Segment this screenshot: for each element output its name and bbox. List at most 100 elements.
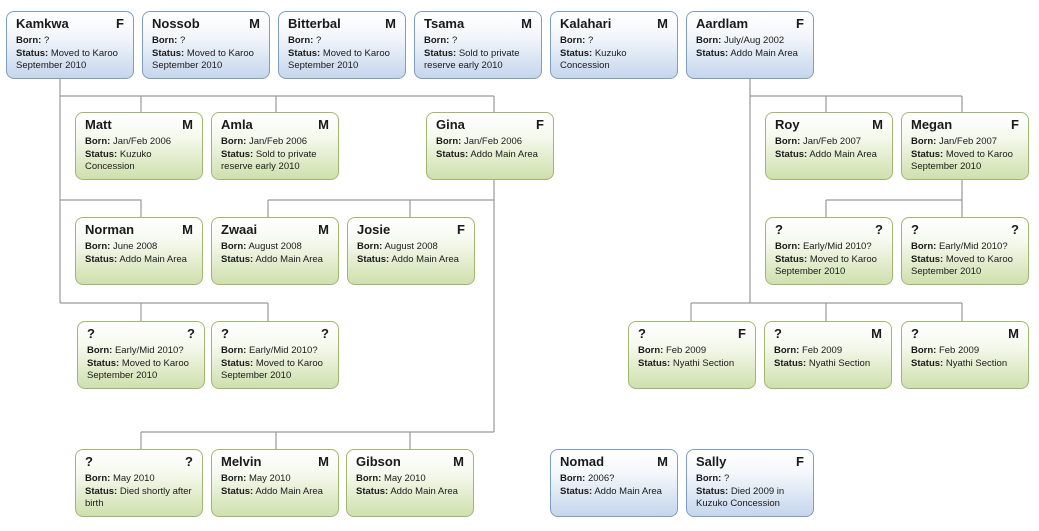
lion-sex: F: [457, 222, 465, 237]
status-line: Status: Addo Main Area: [85, 254, 193, 267]
card-norman-cub-1: ??Born: Early/Mid 2010?Status: Moved to …: [77, 321, 205, 389]
lion-sex: M: [249, 16, 260, 31]
status-label: Status:: [152, 47, 185, 59]
status-label: Status:: [775, 148, 808, 160]
status-line: Status: Addo Main Area: [356, 486, 464, 499]
born-label: Born:: [85, 241, 111, 252]
lion-sex: M: [872, 117, 883, 132]
lion-name: Norman: [85, 222, 135, 237]
status-line: Status: Addo Main Area: [560, 486, 668, 499]
lion-name: Aardlam: [696, 16, 749, 31]
status-label: Status:: [356, 485, 389, 497]
born-label: Born:: [911, 136, 937, 147]
lion-sex: ?: [321, 326, 329, 341]
lion-sex: M: [871, 326, 882, 341]
born-label: Born:: [87, 345, 113, 356]
card-header: ??: [775, 222, 883, 241]
status-label: Status:: [911, 148, 944, 160]
status-value: Kuzuko Concession: [85, 148, 152, 173]
status-label: Status:: [221, 253, 254, 265]
status-value: Addo Main Area: [809, 148, 877, 160]
born-line: Born: Feb 2009: [638, 345, 746, 358]
born-label: Born:: [696, 35, 722, 46]
lion-sex: M: [318, 454, 329, 469]
status-value: Addo Main Area: [255, 485, 323, 497]
status-line: Status: Moved to Karoo September 2010: [221, 358, 329, 383]
status-label: Status:: [774, 357, 807, 369]
born-value: Early/Mid 2010?: [248, 345, 318, 356]
born-line: Born: July/Aug 2002: [696, 35, 804, 48]
lion-sex: M: [521, 16, 532, 31]
status-label: Status:: [85, 148, 118, 160]
born-value: Feb 2009: [801, 345, 843, 356]
status-label: Status:: [696, 47, 729, 59]
status-value: Moved to Karoo September 2010: [221, 357, 323, 382]
born-value: Jan/Feb 2007: [802, 136, 862, 147]
born-label: Born:: [221, 473, 247, 484]
status-line: Status: Sold to private reserve early 20…: [221, 149, 329, 174]
born-label: Born:: [638, 345, 664, 356]
status-label: Status:: [424, 47, 457, 59]
born-line: Born: August 2008: [221, 241, 329, 254]
lion-name: Sally: [696, 454, 727, 469]
lion-sex: M: [1008, 326, 1019, 341]
born-label: Born:: [152, 35, 178, 46]
born-value: Early/Mid 2010?: [114, 345, 184, 356]
status-label: Status:: [357, 253, 390, 265]
born-label: Born:: [85, 473, 111, 484]
status-label: Status:: [85, 485, 118, 497]
lion-name: ?: [85, 454, 93, 469]
born-line: Born: Feb 2009: [774, 345, 882, 358]
status-value: Moved to Karoo September 2010: [288, 47, 390, 72]
born-value: May 2010: [383, 473, 426, 484]
born-label: Born:: [357, 241, 383, 252]
status-line: Status: Kuzuko Concession: [85, 149, 193, 174]
born-label: Born:: [356, 473, 382, 484]
status-label: Status:: [288, 47, 321, 59]
born-line: Born: May 2010: [221, 473, 329, 486]
lion-sex: F: [796, 454, 804, 469]
lion-name: Zwaai: [221, 222, 258, 237]
status-value: Addo Main Area: [390, 485, 458, 497]
born-value: May 2010: [112, 473, 155, 484]
lion-sex: F: [536, 117, 544, 132]
card-header: ??: [85, 454, 193, 473]
status-line: Status: Addo Main Area: [696, 48, 804, 61]
born-value: August 2008: [248, 241, 302, 252]
lion-sex: ?: [187, 326, 195, 341]
born-value: Jan/Feb 2006: [248, 136, 308, 147]
born-line: Born: Early/Mid 2010?: [87, 345, 195, 358]
lion-sex: F: [116, 16, 124, 31]
lion-name: ?: [87, 326, 95, 341]
born-value: Early/Mid 2010?: [802, 241, 872, 252]
status-line: Status: Addo Main Area: [221, 254, 329, 267]
status-line: Status: Moved to Karoo September 2010: [911, 254, 1019, 279]
card-header: Sally F: [696, 454, 804, 473]
lion-name: Kalahari: [560, 16, 612, 31]
lion-name: ?: [638, 326, 646, 341]
status-line: Status: Died shortly after birth: [85, 486, 193, 511]
lion-sex: M: [657, 454, 668, 469]
born-label: Born:: [16, 35, 42, 46]
born-line: Born: ?: [288, 35, 396, 48]
status-value: Nyathi Section: [945, 357, 1008, 369]
lion-name: Josie: [357, 222, 391, 237]
born-value: ?: [723, 473, 730, 484]
born-value: 2006?: [587, 473, 615, 484]
born-line: Born: Jan/Feb 2006: [85, 136, 193, 149]
lion-sex: M: [318, 117, 329, 132]
